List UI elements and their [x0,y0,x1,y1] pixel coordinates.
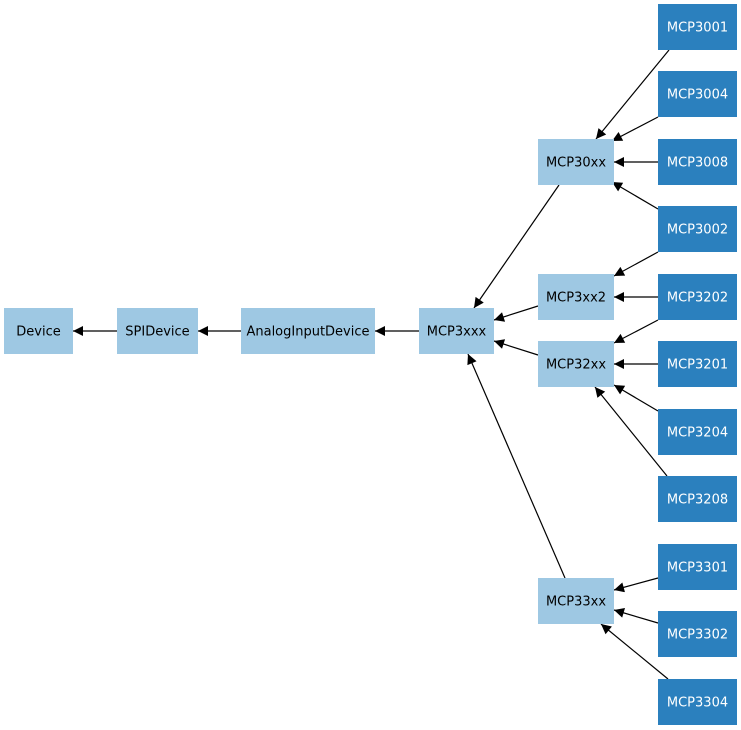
edge-mcp3301-to-mcp33xx [613,577,659,593]
node-label-spidevice: SPIDevice [125,325,189,340]
node-label-analoginputdevice: AnalogInputDevice [246,325,369,340]
node-label-mcp3001: MCP3001 [667,21,728,36]
node-mcp3xxx: MCP3xxx [419,308,494,354]
node-box-mcp3008 [658,139,737,185]
node-mcp3004: MCP3004 [658,71,737,117]
node-label-mcp3xxx: MCP3xxx [427,325,487,340]
node-label-mcp3302: MCP3302 [667,628,728,643]
node-box-mcp3204 [658,409,737,455]
node-label-mcp3002: MCP3002 [667,223,728,238]
edge-mcp3xx2-to-mcp3xxx [493,305,539,322]
node-device: Device [4,308,73,354]
node-box-mcp3004 [658,71,737,117]
node-box-spidevice [117,308,198,354]
edge-mcp32xx-to-mcp3xxx [493,339,539,356]
node-label-mcp33xx: MCP33xx [546,595,606,610]
node-box-mcp3xxx [419,308,494,354]
node-box-mcp3301 [658,544,737,590]
node-label-mcp30xx: MCP30xx [546,156,606,171]
node-label-mcp3008: MCP3008 [667,156,728,171]
node-box-analoginputdevice [241,308,375,354]
node-box-mcp32xx [538,341,614,387]
node-label-mcp32xx: MCP32xx [546,358,606,373]
node-box-mcp30xx [538,139,614,185]
node-mcp3302: MCP3302 [658,611,737,657]
edge-mcp3202-to-mcp32xx [613,319,659,344]
node-box-mcp3001 [658,4,737,50]
node-spidevice: SPIDevice [117,308,198,354]
node-label-mcp3208: MCP3208 [667,493,728,508]
node-mcp30xx: MCP30xx [538,139,614,185]
node-mcp3xx2: MCP3xx2 [538,274,614,320]
edge-mcp3208-to-mcp32xx [594,386,668,477]
node-label-mcp3202: MCP3202 [667,291,728,306]
edges [73,49,670,680]
node-label-device: Device [16,325,60,340]
edge-mcp3002-to-mcp3xx2 [613,251,659,277]
node-mcp32xx: MCP32xx [538,341,614,387]
node-mcp3208: MCP3208 [658,476,737,522]
node-mcp3002: MCP3002 [658,206,737,252]
node-mcp3301: MCP3301 [658,544,737,590]
edge-mcp33xx-to-mcp3xxx [467,353,566,579]
node-mcp33xx: MCP33xx [538,578,614,624]
node-mcp3202: MCP3202 [658,274,737,320]
node-box-mcp3002 [658,206,737,252]
node-box-mcp3202 [658,274,737,320]
node-mcp3008: MCP3008 [658,139,737,185]
node-mcp3204: MCP3204 [658,409,737,455]
node-box-device [4,308,73,354]
edge-mcp3004-to-mcp30xx [611,116,659,142]
node-mcp3001: MCP3001 [658,4,737,50]
edge-mcp30xx-to-mcp3xxx [473,184,560,309]
node-mcp3304: MCP3304 [658,679,737,725]
edge-mcp3302-to-mcp33xx [613,608,659,624]
node-box-mcp3xx2 [538,274,614,320]
node-label-mcp3004: MCP3004 [667,88,728,103]
node-label-mcp3xx2: MCP3xx2 [546,291,606,306]
node-label-mcp3301: MCP3301 [667,561,728,576]
node-label-mcp3204: MCP3204 [667,426,728,441]
edge-mcp3001-to-mcp30xx [595,49,670,140]
node-box-mcp3302 [658,611,737,657]
node-box-mcp33xx [538,578,614,624]
edge-mcp3304-to-mcp33xx [600,623,669,680]
node-box-mcp3304 [658,679,737,725]
edge-mcp3204-to-mcp32xx [613,384,659,412]
node-label-mcp3201: MCP3201 [667,358,728,373]
node-box-mcp3208 [658,476,737,522]
node-analoginputdevice: AnalogInputDevice [241,308,375,354]
node-mcp3201: MCP3201 [658,341,737,387]
node-box-mcp3201 [658,341,737,387]
node-label-mcp3304: MCP3304 [667,696,728,711]
edge-mcp3002-to-mcp30xx [611,181,659,210]
